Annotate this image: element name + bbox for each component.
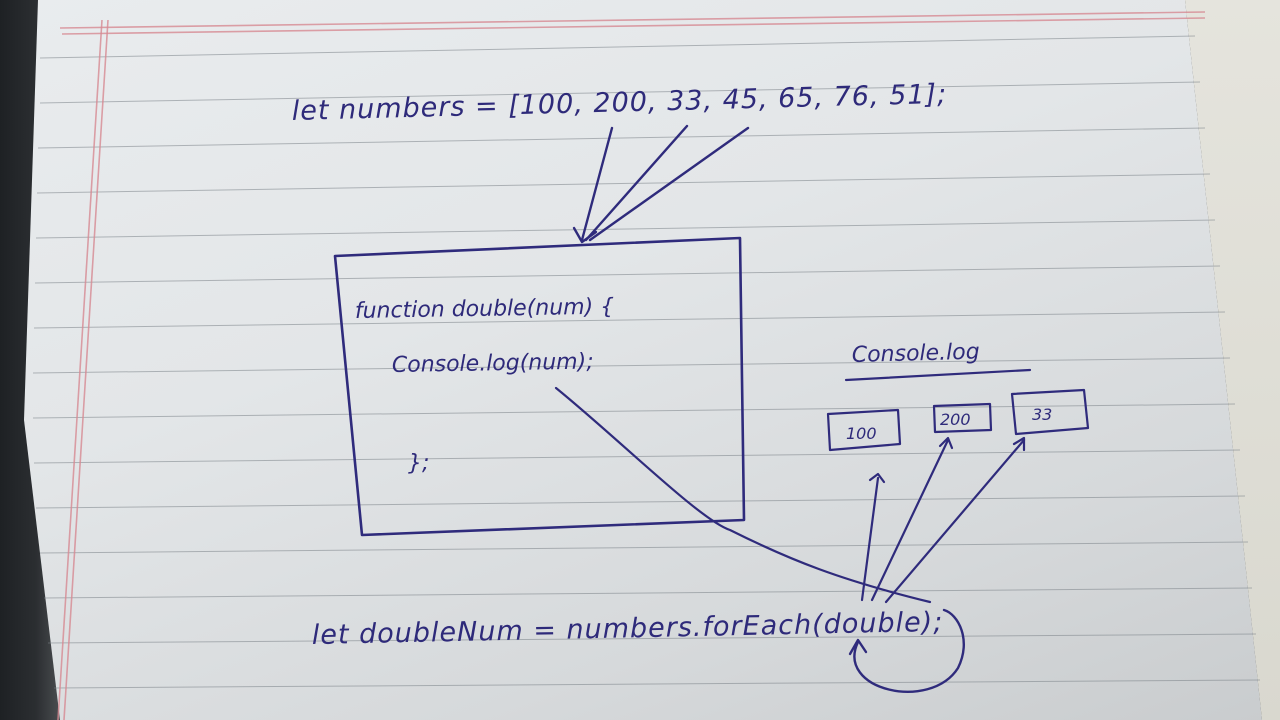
foreach-to-output-arrows [860,436,1026,604]
output-box [932,402,993,434]
function-close: }; [408,451,429,476]
left-margin-rule [57,19,103,720]
function-signature: function double(num) { [355,294,615,324]
output-value: 100 [846,424,877,443]
array-to-function-arrows [572,124,750,244]
output-box [826,408,902,452]
console-output-boxes: 100 200 33 [826,388,1090,452]
loop-arrow [853,608,965,693]
function-body: Console.log(num); [392,349,594,378]
body-to-foreach-line [554,386,932,604]
ruled-lines [32,35,1261,689]
output-value: 200 [940,410,971,429]
console-underline [844,368,1032,382]
top-margin-rule [59,11,1206,29]
function-box [333,236,746,537]
output-value: 33 [1032,405,1052,424]
numbers-array-line: let numbers = [100, 200, 33, 45, 65, 76,… [291,79,947,127]
foreach-call-line: let doubleNum = numbers.forEach(double); [311,607,943,651]
output-box [1010,388,1090,436]
console-heading: Console.log [852,340,981,368]
